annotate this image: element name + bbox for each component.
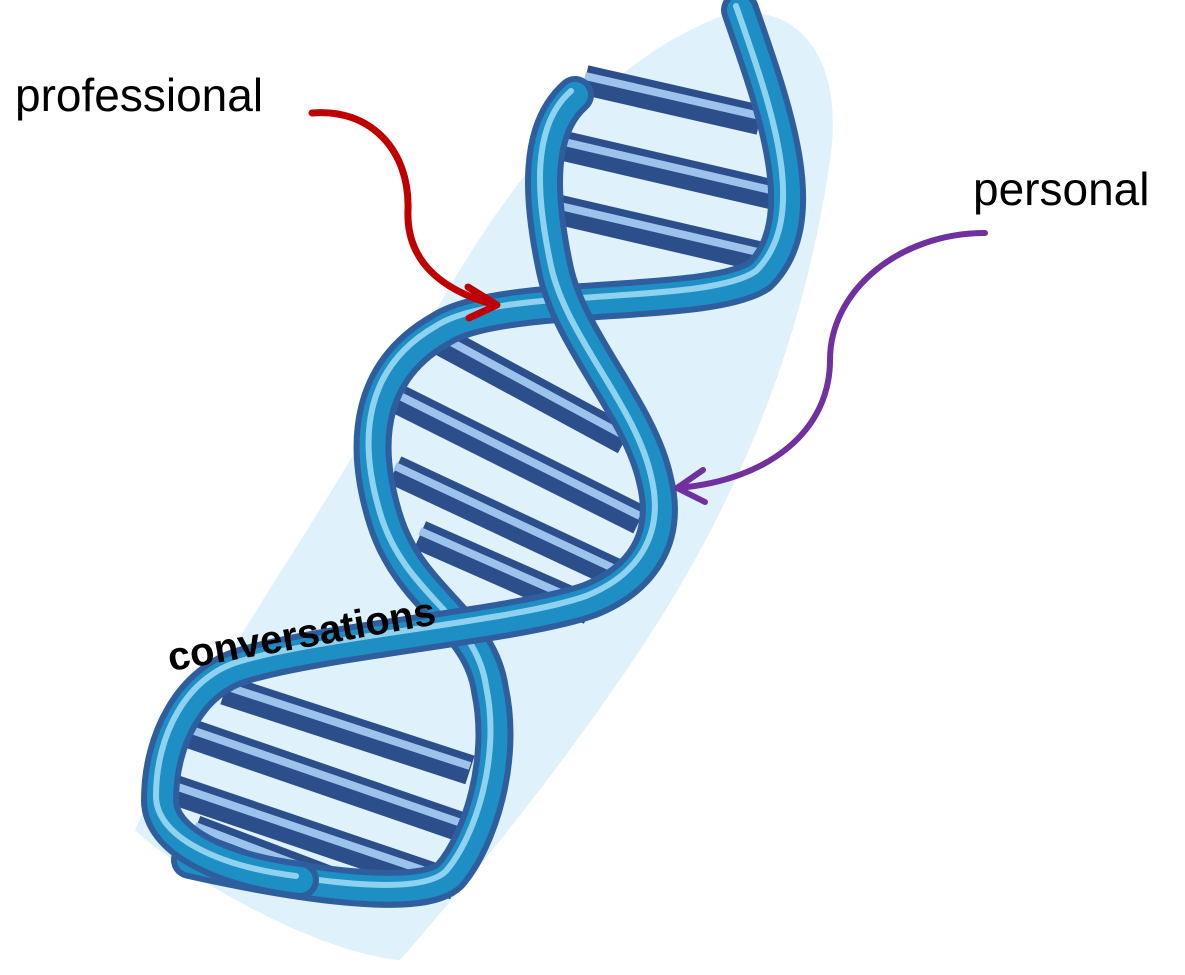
professional-label: professional [15,68,263,122]
professional-arrow-icon [312,113,497,318]
personal-label: personal [973,162,1149,216]
